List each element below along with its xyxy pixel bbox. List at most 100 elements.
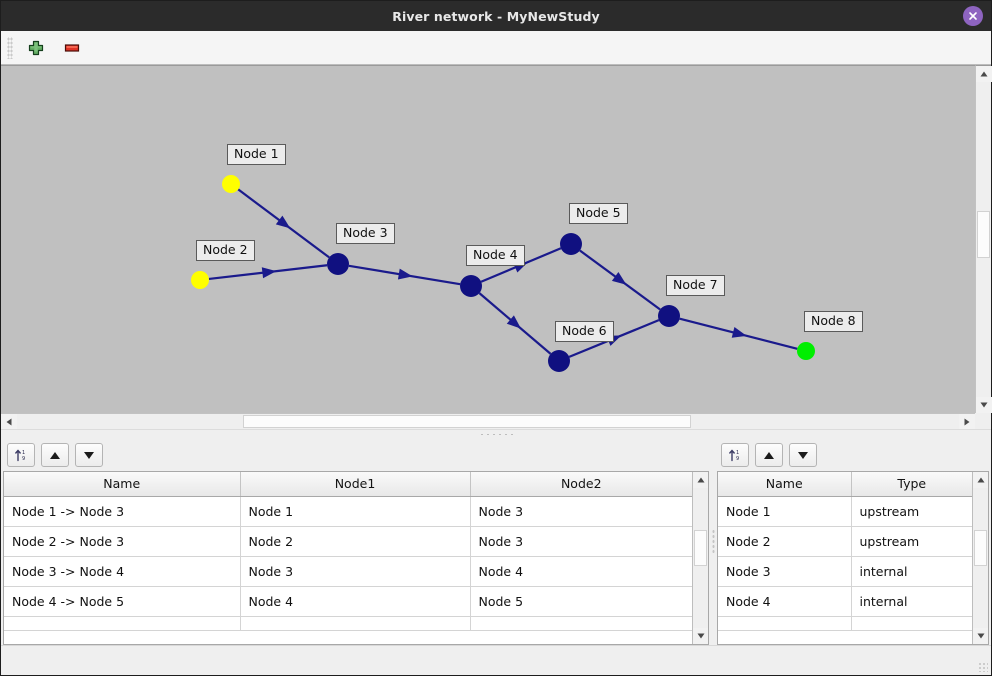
table-row[interactable]: [718, 616, 972, 631]
river-network-graph[interactable]: Node 1 Node 2 Node 3 Node 4 Node 5 Node 6 Node…: [1, 65, 975, 413]
scroll-up-icon[interactable]: [976, 66, 992, 82]
canvas-hscroll-thumb[interactable]: [243, 415, 691, 428]
sort-ascending-icon[interactable]: 1 9: [7, 443, 35, 467]
scroll-left-icon[interactable]: [1, 414, 17, 430]
canvas-horizontal-scrollbar[interactable]: [1, 413, 975, 430]
nodes-table-cell[interactable]: Node 2: [718, 526, 852, 557]
nodes-vscroll-thumb[interactable]: [974, 530, 987, 567]
nodes-table-cell[interactable]: Node 1: [718, 496, 852, 527]
reaches-table-cell[interactable]: Node 3: [240, 556, 471, 587]
graph-node[interactable]: [460, 275, 482, 297]
reaches-table-column-header[interactable]: Node2: [470, 472, 692, 497]
nodes-table-cell[interactable]: Node 4: [718, 586, 852, 617]
scroll-down-icon[interactable]: [973, 628, 988, 644]
reaches-vertical-scrollbar[interactable]: [692, 472, 708, 644]
reaches-toolbar: 1 9: [1, 439, 711, 471]
reaches-table-column-header[interactable]: Node1: [240, 472, 471, 497]
vertical-splitter[interactable]: [1, 429, 991, 439]
reaches-table-cell[interactable]: Node 1: [240, 496, 471, 527]
arrow-down-icon[interactable]: [789, 443, 817, 467]
sort-glyph: 1 9: [729, 449, 739, 462]
nodes-table-column-header[interactable]: Name: [718, 472, 852, 497]
reaches-table-cell[interactable]: Node 3: [470, 496, 692, 527]
toolbar-drag-handle[interactable]: [7, 36, 13, 59]
canvas-vscroll-track[interactable]: [976, 82, 991, 397]
reaches-table-cell[interactable]: [470, 616, 692, 631]
reaches-table-cell[interactable]: Node 4 -> Node 5: [4, 586, 241, 617]
graph-node[interactable]: [222, 175, 240, 193]
reaches-table-cell[interactable]: [240, 616, 471, 631]
nodes-toolbar: 1 9: [715, 439, 991, 471]
graph-node[interactable]: [797, 342, 815, 360]
arrow-down-icon[interactable]: [75, 443, 103, 467]
graph-node[interactable]: [560, 233, 582, 255]
reaches-table-column-header[interactable]: Name: [4, 472, 241, 497]
scroll-down-icon[interactable]: [693, 628, 708, 644]
nodes-table-cell[interactable]: [718, 616, 852, 631]
reaches-table-cell[interactable]: [4, 616, 241, 631]
reaches-table-cell[interactable]: Node 5: [470, 586, 692, 617]
reaches-table-cell[interactable]: Node 4: [470, 556, 692, 587]
graph-node[interactable]: [327, 253, 349, 275]
nodes-table-cell[interactable]: internal: [851, 556, 972, 587]
horizontal-splitter[interactable]: [711, 439, 715, 645]
graph-node-label[interactable]: Node 8: [804, 311, 863, 333]
scroll-up-icon[interactable]: [973, 472, 988, 488]
graph-node-label[interactable]: Node 2: [196, 240, 255, 262]
graph-node-label[interactable]: Node 1: [227, 144, 286, 166]
reaches-table-cell[interactable]: Node 1 -> Node 3: [4, 496, 241, 527]
graph-node-label[interactable]: Node 5: [569, 203, 628, 225]
canvas-hscroll-track[interactable]: [17, 414, 959, 429]
reaches-table-cell[interactable]: Node 2 -> Node 3: [4, 526, 241, 557]
reaches-table-cell[interactable]: Node 4: [240, 586, 471, 617]
sort-glyph: 1 9: [15, 449, 25, 462]
scroll-down-icon[interactable]: [976, 397, 992, 413]
reaches-vscroll-track[interactable]: [693, 488, 708, 628]
svg-text:9: 9: [736, 456, 739, 462]
add-node-icon[interactable]: [23, 35, 49, 61]
network-canvas-area: Node 1 Node 2 Node 3 Node 4 Node 5 Node 6 Node…: [1, 65, 992, 430]
canvas-vscroll-thumb[interactable]: [977, 211, 990, 259]
graph-node[interactable]: [191, 271, 209, 289]
nodes-table-column-header[interactable]: Type: [851, 472, 972, 497]
sort-ascending-icon[interactable]: 1 9: [721, 443, 749, 467]
nodes-table-cell[interactable]: internal: [851, 586, 972, 617]
reaches-table-cell[interactable]: Node 2: [240, 526, 471, 557]
nodes-vertical-scrollbar[interactable]: [972, 472, 988, 644]
nodes-table-cell[interactable]: [851, 616, 972, 631]
close-icon[interactable]: [963, 6, 983, 26]
reaches-table-cell[interactable]: Node 3: [470, 526, 692, 557]
table-row[interactable]: [4, 616, 692, 631]
graph-node-label[interactable]: Node 3: [336, 223, 395, 245]
arrow-up-icon[interactable]: [41, 443, 69, 467]
nodes-table-cell[interactable]: upstream: [851, 496, 972, 527]
graph-node-label[interactable]: Node 6: [555, 321, 614, 343]
graph-node[interactable]: [658, 305, 680, 327]
reaches-table-cell[interactable]: Node 3 -> Node 4: [4, 556, 241, 587]
nodes-table-cell[interactable]: Node 3: [718, 556, 852, 587]
nodes-vscroll-track[interactable]: [973, 488, 988, 628]
nodes-table-cell[interactable]: upstream: [851, 526, 972, 557]
scroll-right-icon[interactable]: [959, 414, 975, 430]
delete-node-icon[interactable]: [59, 35, 85, 61]
arrow-up-icon[interactable]: [755, 443, 783, 467]
window-resize-grip[interactable]: [978, 662, 988, 672]
graph-node-label[interactable]: Node 7: [666, 275, 725, 297]
graph-node[interactable]: [548, 350, 570, 372]
reaches-vscroll-thumb[interactable]: [694, 530, 707, 567]
scroll-up-icon[interactable]: [693, 472, 708, 488]
canvas-vertical-scrollbar[interactable]: [975, 65, 992, 413]
svg-text:1: 1: [22, 450, 25, 456]
graph-node-label[interactable]: Node 4: [466, 245, 525, 267]
